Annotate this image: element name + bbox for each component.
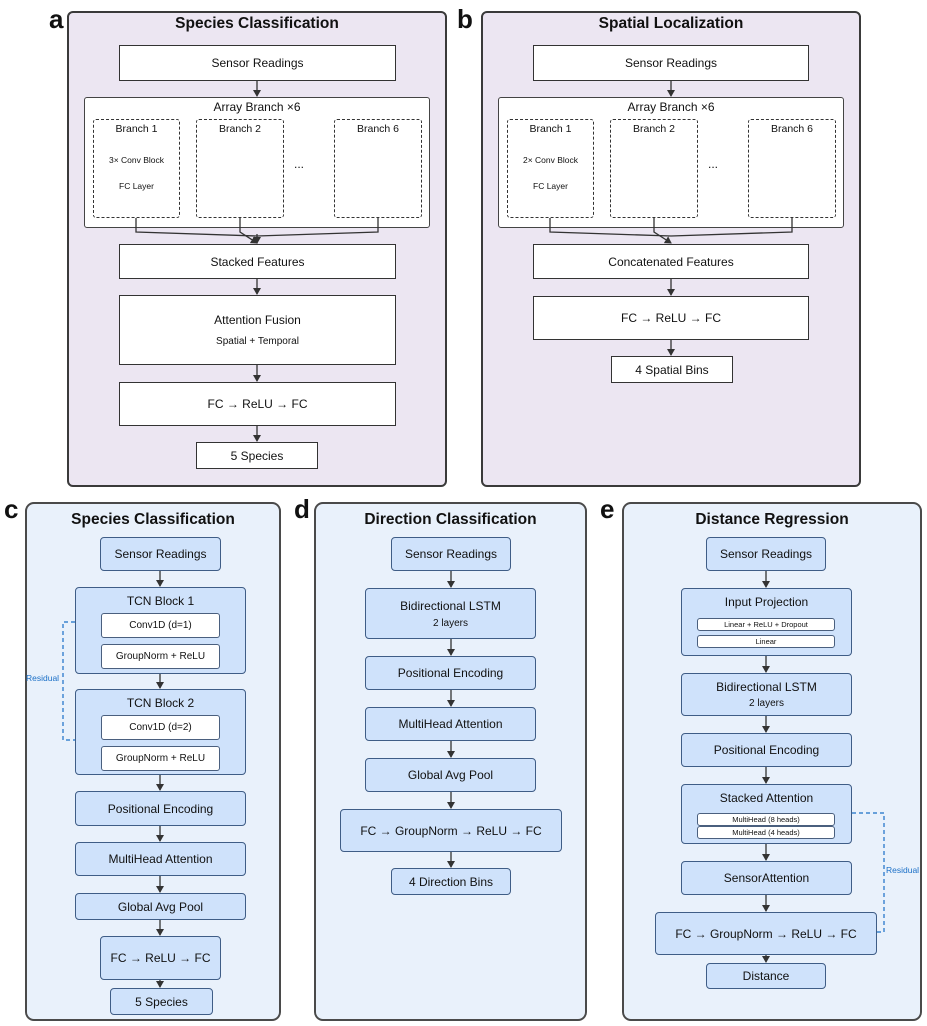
e-proj-linear-relu-dropout: Linear + ReLU + Dropout (697, 618, 835, 631)
panel-label-b: b (457, 4, 473, 34)
e-sensor-readings: Sensor Readings (706, 537, 826, 571)
panel-d-title: Direction Classification (364, 511, 537, 528)
b-branch-6: Branch 6 (748, 119, 836, 218)
c-tcn2-conv: Conv1D (d=2) (101, 715, 220, 740)
c-output: 5 Species (110, 988, 213, 1015)
b-branch-6-label: Branch 6 (770, 123, 814, 135)
d-bidirectional-lstm: Bidirectional LSTM 2 layers (365, 588, 536, 639)
c-positional-encoding: Positional Encoding (75, 791, 246, 826)
b-branch-2-label: Branch 2 (632, 123, 676, 135)
c-tcn-block-2-title: TCN Block 2 (126, 696, 195, 710)
panel-e-title: Distance Regression (695, 511, 849, 528)
b-branch-1-conv: 2× Conv Block (522, 155, 579, 165)
e-input-projection-title: Input Projection (724, 595, 809, 609)
panel-label-c: c (4, 494, 19, 524)
a-attention-fusion: Attention Fusion Spatial + Temporal (119, 295, 396, 365)
a-stacked-features: Stacked Features (119, 244, 396, 279)
c-global-avg-pool: Global Avg Pool (75, 893, 246, 920)
a-branch-6-label: Branch 6 (356, 123, 400, 135)
c-residual-label: Residual (26, 673, 60, 683)
a-branch-1-label: Branch 1 (115, 123, 158, 135)
b-branch-1: Branch 1 2× Conv Block FC Layer (507, 119, 594, 218)
d-global-avg-pool: Global Avg Pool (365, 758, 536, 792)
b-branch-1-fc: FC Layer (533, 181, 568, 191)
a-branch-1-conv: 3× Conv Block (108, 155, 165, 165)
c-multihead-attention: MultiHead Attention (75, 842, 246, 876)
d-sensor-readings: Sensor Readings (391, 537, 511, 571)
b-ellipsis: ... (708, 157, 719, 171)
e-residual-label: Residual (886, 865, 920, 875)
a-branch-2: Branch 2 (196, 119, 284, 218)
c-tcn1-norm: GroupNorm + ReLU (101, 644, 220, 669)
e-positional-encoding: Positional Encoding (681, 733, 852, 767)
e-multihead-4: MultiHead (4 heads) (697, 826, 835, 839)
panel-label-d: d (294, 494, 310, 524)
a-fc-stack: FC → ReLU → FC (119, 382, 396, 426)
a-array-title: Array Branch ×6 (213, 100, 301, 114)
panel-label-a: a (49, 4, 64, 34)
e-sensor-attention: SensorAttention (681, 861, 852, 895)
b-branch-1-label: Branch 1 (529, 123, 572, 135)
b-fc-stack: FC → ReLU → FC (533, 296, 809, 340)
c-tcn2-norm: GroupNorm + ReLU (101, 746, 220, 771)
a-sensor-readings: Sensor Readings (119, 45, 396, 81)
d-output: 4 Direction Bins (391, 868, 511, 895)
d-multihead-attention: MultiHead Attention (365, 707, 536, 741)
e-proj-linear: Linear (697, 635, 835, 648)
e-bidirectional-lstm: Bidirectional LSTM 2 layers (681, 673, 852, 716)
panel-b-title: Spatial Localization (598, 15, 744, 32)
a-branch-2-label: Branch 2 (218, 123, 262, 135)
panel-label-e: e (600, 494, 615, 524)
a-ellipsis: ... (294, 157, 305, 171)
d-positional-encoding: Positional Encoding (365, 656, 536, 690)
b-concatenated-features: Concatenated Features (533, 244, 809, 279)
e-stacked-attention-title: Stacked Attention (719, 791, 814, 805)
e-fc-stack: FC → GroupNorm → ReLU → FC (655, 912, 877, 955)
b-sensor-readings: Sensor Readings (533, 45, 809, 81)
b-array-title: Array Branch ×6 (627, 100, 715, 114)
panel-c-title: Species Classification (71, 511, 235, 528)
a-branch-1: Branch 1 3× Conv Block FC Layer (93, 119, 180, 218)
b-output: 4 Spatial Bins (611, 356, 733, 383)
d-fc-stack: FC → GroupNorm → ReLU → FC (340, 809, 562, 852)
a-attention-sub: Spatial + Temporal (216, 336, 299, 347)
e-multihead-8: MultiHead (8 heads) (697, 813, 835, 826)
c-sensor-readings: Sensor Readings (100, 537, 221, 571)
panel-a-title: Species Classification (175, 15, 339, 32)
a-branch-6: Branch 6 (334, 119, 422, 218)
a-branch-1-fc: FC Layer (119, 181, 154, 191)
e-lstm-sub: 2 layers (748, 698, 784, 709)
e-output: Distance (706, 963, 826, 989)
d-lstm-sub: 2 layers (432, 617, 468, 629)
a-output: 5 Species (196, 442, 318, 469)
c-tcn1-conv: Conv1D (d=1) (101, 613, 220, 638)
c-tcn-block-1-title: TCN Block 1 (126, 594, 195, 608)
c-fc-stack: FC → ReLU → FC (100, 936, 221, 980)
b-branch-2: Branch 2 (610, 119, 698, 218)
